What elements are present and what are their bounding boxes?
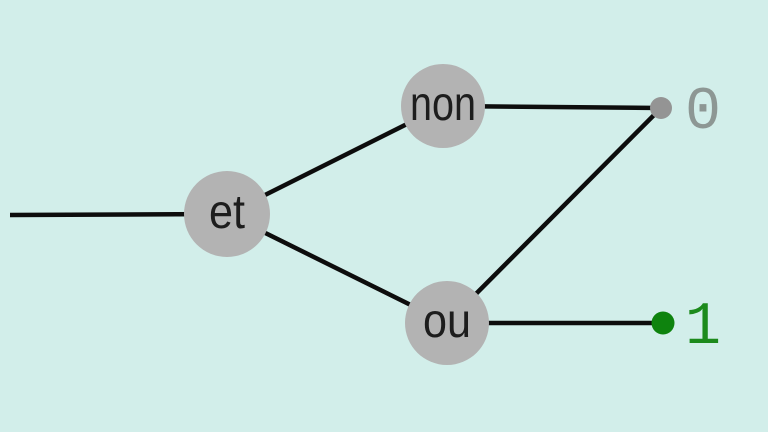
gate-label-non: non [410,78,476,131]
terminal-dot-0[interactable] [650,97,672,119]
wire-ou-0 [445,106,663,325]
terminal-dot-1[interactable] [651,311,675,335]
gate-label-ou: ou [423,295,471,348]
terminal-value-0: 0 [685,79,721,147]
gate-node-non[interactable] [401,64,485,148]
terminal-value-1: 1 [685,294,721,362]
gate-label-et: et [209,186,245,239]
gate-node-ou[interactable] [405,281,489,365]
gate-node-et[interactable] [184,171,270,257]
